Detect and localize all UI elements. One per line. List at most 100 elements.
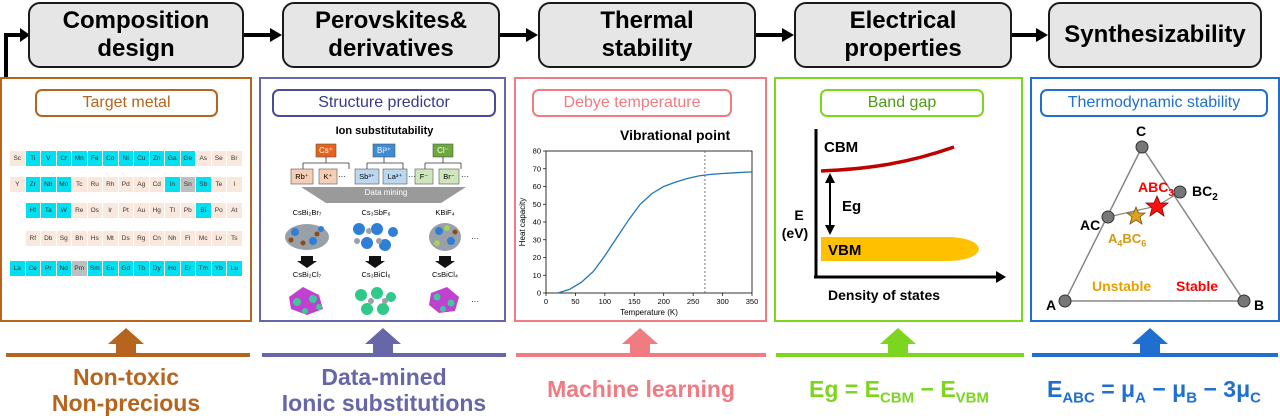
element-cell: W: [56, 203, 71, 218]
stage-line: Synthesizability: [1064, 21, 1246, 48]
vbm-label: VBM: [828, 242, 862, 259]
element-cell: Ho: [165, 261, 180, 276]
ion-bi-label: Bi³⁺: [377, 146, 391, 155]
ion-sb-box: [354, 168, 380, 185]
stage-synthesizability: Synthesizability: [1048, 2, 1262, 68]
element-cell: Zr: [25, 177, 40, 192]
formula-sub: C: [1250, 389, 1262, 407]
bc2-main: BC: [1192, 183, 1213, 199]
a4bc6-b: BC: [1122, 231, 1142, 246]
unstable-label: Unstable: [1092, 278, 1152, 294]
element-cell: Re: [72, 203, 87, 218]
crystal-structure-top-2: [353, 223, 398, 251]
formula-sub: ABC: [1062, 389, 1095, 407]
stage-line: Composition: [62, 7, 210, 34]
ion-more: ···: [461, 172, 469, 181]
element-cell: Ti: [25, 151, 40, 166]
stage-line: properties: [844, 35, 962, 62]
element-cell: Rh: [103, 177, 118, 192]
element-cell: Ru: [87, 177, 102, 192]
stage-line: Perovskites&: [314, 7, 468, 34]
ion-cl-label: Cl⁻: [437, 146, 449, 155]
up-arrow: [622, 328, 658, 354]
element-cell: Cd: [149, 177, 164, 192]
element-cell: Pr: [41, 261, 56, 276]
element-cell: Tc: [72, 177, 87, 192]
a4bc6-b-sub: 6: [1141, 238, 1147, 249]
element-cell: At: [227, 203, 242, 218]
element-cell: As: [196, 151, 211, 166]
ion-f-box: [414, 168, 434, 185]
element-cell: Mt: [103, 231, 118, 246]
element-cell: Sg: [56, 231, 71, 246]
caption-line: Ionic substitutions: [281, 390, 487, 416]
ion-cs-label: Cs⁺: [319, 146, 333, 155]
ac-label: AC: [1080, 217, 1101, 233]
abc3-sub: 3: [1168, 187, 1174, 199]
element-cell: Tm: [196, 261, 211, 276]
panel-title: Target metal: [35, 89, 218, 117]
element-cell: Te: [211, 177, 226, 192]
element-cell: I: [227, 177, 242, 192]
y-tick-label: 20: [533, 253, 541, 262]
element-cell: Tl: [165, 203, 180, 218]
element-cell: Er: [180, 261, 195, 276]
crystal-structure-bottom-2: [355, 287, 396, 315]
data-mining-label: Data mining: [364, 188, 408, 197]
formula-part: = μ: [1094, 376, 1136, 402]
ion-diagram: [285, 143, 466, 315]
star-abc3: [1144, 194, 1170, 217]
element-cell: V: [41, 151, 56, 166]
point-bc2: [1173, 185, 1187, 199]
element-cell: Dy: [149, 261, 164, 276]
panel-title: Structure predictor: [272, 89, 496, 117]
caption-abc-formula: EABC = μA − μB − 3μC: [1028, 376, 1280, 412]
element-cell: Y: [10, 177, 25, 192]
element-cell: Pd: [118, 177, 133, 192]
abc3-label: ABC3: [1138, 179, 1174, 199]
element-cell: Nh: [165, 231, 180, 246]
x-tick-label: 100: [599, 297, 612, 306]
y-tick-label: 30: [533, 235, 541, 244]
element-cell: Cr: [56, 151, 71, 166]
data-mining-funnel: [301, 187, 466, 203]
crystal-structure-top-3: [429, 223, 461, 251]
a4bc6-a: A: [1108, 231, 1118, 246]
element-cell: Ge: [180, 151, 195, 166]
vertex-b-label: B: [1254, 297, 1265, 313]
a4bc6-a-sub: 4: [1117, 238, 1123, 249]
flow-connector: [4, 28, 1048, 78]
x-axis-label: Density of states: [828, 287, 941, 303]
formula-part: − μ: [1145, 376, 1187, 402]
down-arrow: [297, 256, 317, 268]
element-cell: Fe: [87, 151, 102, 166]
stage-line: Thermal: [600, 7, 694, 34]
e-axis-label: E: [794, 207, 804, 223]
element-cell: Pt: [118, 203, 133, 218]
compound-label-bottom: CsBiCl₄: [432, 270, 458, 279]
formula-part: E: [1046, 376, 1063, 402]
eg-arrow-up: [825, 173, 835, 183]
compound-label-bottom: Cs₃BiCl₆: [361, 270, 391, 279]
element-cell: Bi: [196, 203, 211, 218]
e-axis-unit: (eV): [781, 225, 809, 241]
star-a4bc6: [1125, 205, 1147, 225]
element-cell: Pm: [72, 261, 87, 276]
formula-part: Eg = E: [808, 376, 880, 402]
y-axis-label: Heat capacity: [518, 198, 527, 246]
plot-frame: [545, 150, 753, 294]
up-arrow: [880, 328, 916, 354]
element-cell: Ni: [118, 151, 133, 166]
caption-line: Machine learning: [547, 376, 735, 402]
x-tick-label: 300: [716, 297, 729, 306]
y-tick-label: 80: [533, 147, 541, 156]
compound-label-bottom: CsBi₂Cl₇: [292, 270, 322, 279]
ion-br-label: Br⁻: [443, 172, 455, 181]
element-cell: Co: [103, 151, 118, 166]
caption-thermal: Machine learning: [514, 376, 768, 402]
ion-la-box: [382, 168, 408, 185]
x-tick-label: 200: [657, 297, 670, 306]
y-tick-label: 50: [533, 200, 541, 209]
